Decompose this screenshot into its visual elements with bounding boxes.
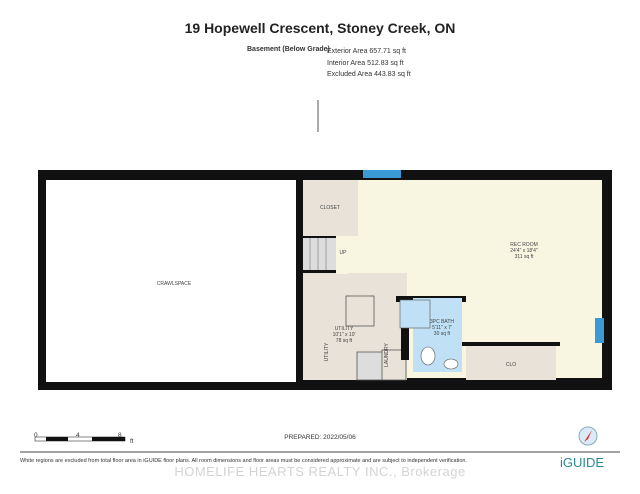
bath-area-label: 30 sq ft bbox=[434, 331, 451, 337]
rec-room-area-label: 311 sq ft bbox=[515, 254, 534, 260]
shower bbox=[399, 299, 431, 329]
closet-label: CLOSET bbox=[320, 205, 340, 211]
prepared-date: PREPARED: 2022/05/06 bbox=[284, 434, 356, 441]
window-top bbox=[363, 170, 401, 178]
rec-room-dims: 24'4" x 18'4" bbox=[510, 248, 538, 254]
clo-label: CLO bbox=[506, 362, 516, 368]
scale-tick-4: 4 bbox=[76, 432, 80, 439]
watermark: HOMELIFE HEARTS REALTY INC., Brokerage bbox=[174, 464, 466, 479]
compass-icon bbox=[578, 426, 598, 446]
scale-unit: ft bbox=[130, 438, 134, 445]
toilet bbox=[420, 346, 436, 366]
clo-area bbox=[466, 346, 556, 380]
area-summary: Exterior Area 657.71 sq ft Interior Area… bbox=[327, 46, 411, 81]
window-right bbox=[595, 318, 604, 343]
level-label: Basement (Below Grade) bbox=[247, 46, 330, 53]
page-title: 19 Hopewell Crescent, Stoney Creek, ON bbox=[184, 20, 456, 36]
bath-sink bbox=[443, 358, 459, 370]
crawlspace-label: CRAWLSPACE bbox=[157, 281, 192, 287]
utility-area-label: 78 sq ft bbox=[336, 338, 353, 344]
scale-tick-0: 0 bbox=[34, 432, 38, 439]
stairs-up-label: UP bbox=[340, 250, 348, 256]
stairs bbox=[303, 238, 336, 270]
interior-area: Interior Area 512.83 sq ft bbox=[327, 59, 404, 67]
scale-tick-8: 8 bbox=[118, 432, 122, 439]
exterior-area: Exterior Area 657.71 sq ft bbox=[327, 48, 406, 55]
crawlspace-area bbox=[46, 180, 296, 382]
rec-room-name: REC ROOM bbox=[510, 242, 538, 248]
utility-dims: 10'1" x 10' bbox=[333, 332, 356, 338]
furnace bbox=[345, 295, 375, 327]
excluded-area: Excluded Area 443.83 sq ft bbox=[327, 71, 411, 78]
iguide-logo: iGUIDE bbox=[560, 455, 605, 470]
footer-note: White regions are excluded from total fl… bbox=[20, 458, 467, 464]
sink bbox=[356, 351, 384, 381]
laundry-label: LAUNDRY bbox=[384, 342, 390, 366]
closet-area bbox=[303, 180, 358, 236]
utility-name: UTILITY bbox=[335, 326, 354, 332]
utility-side-label: UTILITY bbox=[324, 342, 330, 361]
bath-dims: 5'11" x 7' bbox=[432, 325, 452, 331]
bath-name: 3PC BATH bbox=[430, 319, 454, 325]
scale-bar bbox=[34, 436, 126, 442]
